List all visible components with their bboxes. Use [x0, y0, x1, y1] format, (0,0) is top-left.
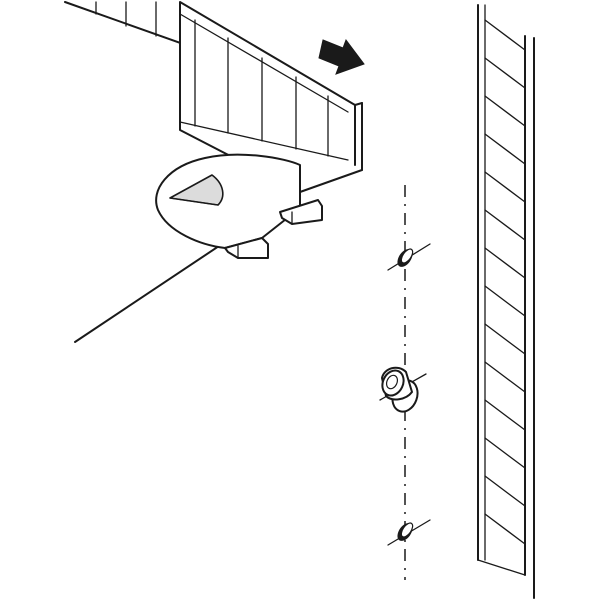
drill-hole-bottom: [387, 519, 431, 546]
cabinet-side-panel: [477, 4, 535, 599]
edge-hatching: [194, 19, 329, 157]
side-panel-hatching: [484, 19, 526, 545]
shelf-support-clip: [155, 153, 323, 259]
drill-hole-top: [387, 243, 431, 271]
arrow-right-down-icon: [318, 38, 365, 75]
shelf-panel: [64, 1, 363, 343]
shelf-pin-sleeve: [379, 366, 427, 413]
